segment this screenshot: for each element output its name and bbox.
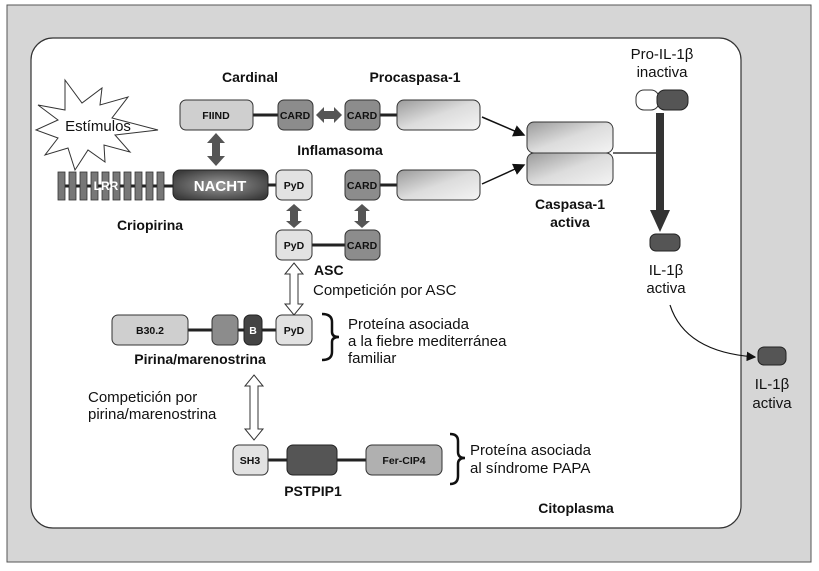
stimulus-burst: Estímulos bbox=[34, 78, 159, 172]
cryopyrin-pyd-domain bbox=[275, 169, 313, 201]
stimulus-label: Estímulos bbox=[65, 118, 131, 135]
procaspase-body bbox=[396, 99, 481, 131]
pyrin-pyd-domain bbox=[275, 314, 313, 346]
il1b-active-protein bbox=[649, 233, 681, 252]
nacht-domain bbox=[172, 169, 269, 201]
asc-card-domain bbox=[344, 229, 381, 261]
caspase-active-line1: Caspasa-1 bbox=[535, 196, 605, 212]
pro-il1b-line1: Pro-IL-1β bbox=[631, 46, 694, 63]
fercip4-label: Fer-CIP4 bbox=[382, 455, 425, 467]
pyrin-protein-line1: Proteína asociada bbox=[348, 316, 470, 333]
cytoplasm-label: Citoplasma bbox=[538, 500, 614, 516]
cardinal-card-domain bbox=[277, 99, 314, 131]
fiind-label: FIIND bbox=[202, 110, 230, 122]
il1b-secreted-line2: activa bbox=[752, 395, 792, 412]
pro-il1b-prodomain bbox=[635, 89, 660, 111]
asc-competition-label: Competición por ASC bbox=[313, 282, 457, 299]
b302-label: B30.2 bbox=[136, 325, 164, 337]
bbox-domain bbox=[243, 314, 263, 346]
hollow-double-arrow-icon bbox=[243, 374, 265, 441]
pro-il1b-mature-domain bbox=[656, 89, 689, 111]
pyd-label: PyD bbox=[284, 240, 305, 252]
fiind-domain bbox=[179, 99, 254, 131]
asc-label: ASC bbox=[314, 262, 344, 278]
pstpip1-central-domain bbox=[286, 444, 338, 476]
nacht-label: NACHT bbox=[194, 178, 247, 195]
double-arrow-icon bbox=[316, 107, 342, 123]
pyd-label: PyD bbox=[284, 180, 305, 192]
arrow-icon bbox=[481, 163, 526, 185]
il1b-active-line1: IL-1β bbox=[649, 262, 684, 279]
il1b-secreted-line1: IL-1β bbox=[755, 376, 790, 393]
b-label: B bbox=[249, 325, 257, 337]
vertical-double-arrow-icon bbox=[286, 204, 302, 228]
procaspase-card-domain bbox=[344, 99, 381, 131]
card-label: CARD bbox=[280, 110, 311, 122]
fercip4-domain bbox=[365, 444, 443, 476]
card-label: CARD bbox=[347, 110, 378, 122]
il1b-active-line2: activa bbox=[646, 280, 686, 297]
cardinal-label: Cardinal bbox=[222, 69, 278, 85]
inflammasome-procaspase-body bbox=[396, 169, 481, 201]
sh3-domain bbox=[232, 444, 269, 476]
pyrin-protein-line2: a la fiebre mediterránea bbox=[348, 333, 507, 350]
asc-pyd-domain bbox=[275, 229, 313, 261]
card-label: CARD bbox=[347, 240, 378, 252]
brace-icon bbox=[449, 432, 466, 486]
caspase-subunit-bottom bbox=[526, 152, 614, 186]
pyrin-label: Pirina/marenostrina bbox=[134, 351, 266, 367]
caspase-active-line2: activa bbox=[550, 214, 590, 230]
processing-arrow-icon bbox=[650, 113, 670, 232]
brace-icon bbox=[321, 312, 340, 362]
coiled-coil-domain bbox=[211, 314, 239, 346]
sh3-label: SH3 bbox=[240, 455, 261, 467]
procaspase-label: Procaspasa-1 bbox=[369, 69, 460, 85]
pyrin-competition-line1: Competición por bbox=[88, 389, 197, 406]
b302-domain bbox=[111, 314, 189, 346]
vertical-double-arrow-icon bbox=[207, 133, 225, 166]
card-label: CARD bbox=[347, 180, 378, 192]
inflammasome-card-domain bbox=[344, 169, 381, 201]
il1b-secreted-protein bbox=[757, 346, 787, 366]
pyrin-competition-line2: pirina/marenostrina bbox=[88, 406, 217, 423]
pyd-label: PyD bbox=[284, 325, 305, 337]
inflammasome-label: Inflamasoma bbox=[297, 142, 383, 158]
secretion-arrow-icon bbox=[669, 304, 757, 362]
pyrin-protein-line3: familiar bbox=[348, 350, 396, 367]
pstpip1-protein-line2: al síndrome PAPA bbox=[470, 460, 590, 477]
caspase-subunit-top bbox=[526, 121, 614, 154]
lrr-domain: LRR bbox=[57, 171, 176, 201]
vertical-double-arrow-icon bbox=[354, 204, 370, 228]
pro-il1b-line2: inactiva bbox=[637, 64, 689, 81]
pstpip1-protein-line1: Proteína asociada bbox=[470, 442, 592, 459]
cryopyrin-label: Criopirina bbox=[117, 217, 183, 233]
lrr-label: LRR bbox=[94, 179, 119, 193]
pstpip1-label: PSTPIP1 bbox=[284, 483, 342, 499]
arrow-icon bbox=[481, 116, 526, 137]
